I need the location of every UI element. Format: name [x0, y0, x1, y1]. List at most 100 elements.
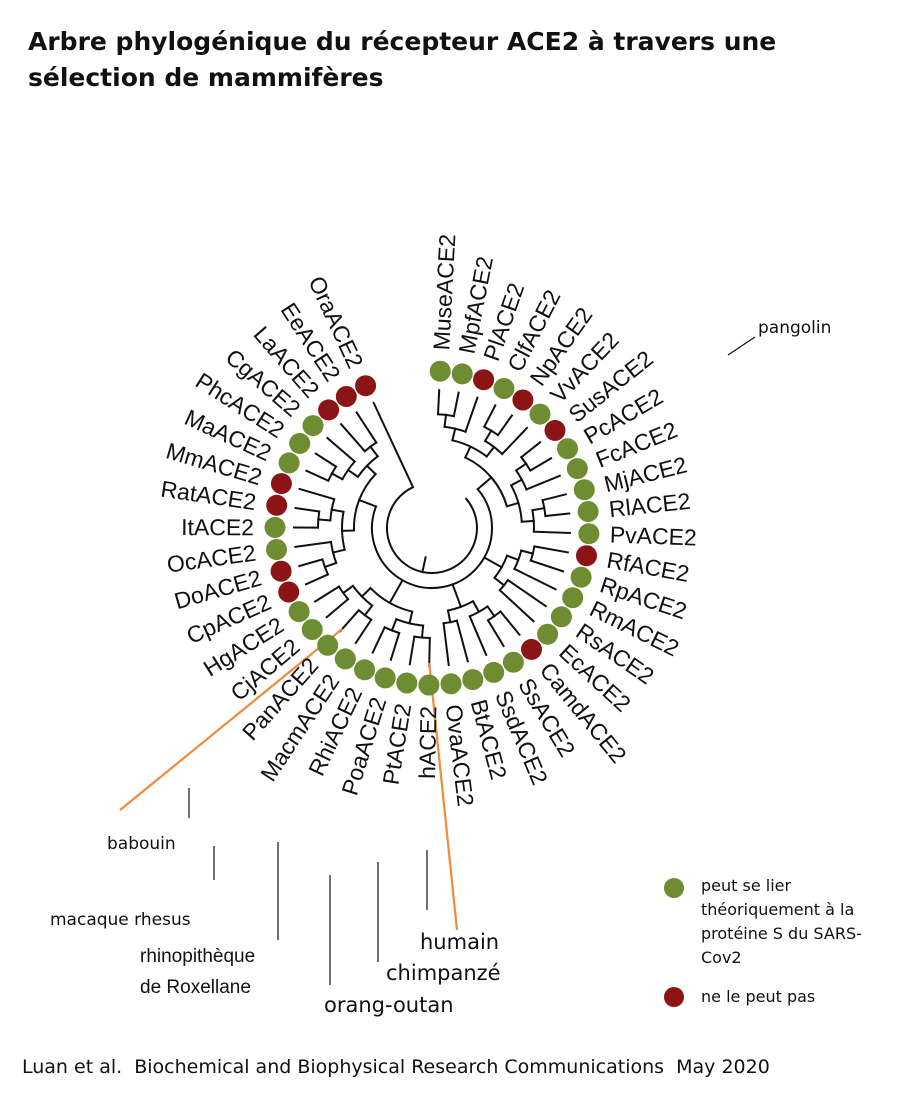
tree-branch — [532, 530, 571, 535]
leaf-dot — [451, 363, 473, 385]
tree-branch — [357, 498, 378, 508]
leaf-dot — [544, 419, 566, 441]
leaf-dot — [302, 415, 324, 437]
tree-branch — [514, 462, 528, 472]
annotation-rhino-line1: rhinopithèque — [140, 946, 255, 967]
leaf-dot — [374, 667, 396, 689]
tree-branch — [506, 578, 548, 608]
legend-no-bind-label: ne le peut pas — [701, 987, 816, 1006]
tree-branch — [294, 540, 333, 549]
tree-branch — [323, 561, 338, 569]
tree-branch — [451, 427, 457, 442]
tree-branch — [498, 588, 536, 623]
tree-branch — [486, 605, 496, 618]
orange-callout-line — [119, 628, 343, 811]
tree-arc — [498, 578, 510, 592]
tree-branch — [513, 567, 557, 591]
leaf-dot — [550, 606, 572, 628]
tree-arc — [483, 439, 504, 456]
legend-red-dot — [664, 987, 684, 1007]
leaf-dot — [318, 399, 340, 421]
leaf-dot — [576, 545, 597, 567]
tree-branch — [505, 554, 520, 562]
tree-branch — [365, 464, 378, 476]
leaf-dot — [278, 452, 300, 474]
tree-arc — [451, 439, 489, 458]
citation: Luan et al. Biochemical and Biophysical … — [22, 1056, 770, 1078]
leaf-dot — [335, 386, 357, 407]
tree-branch — [464, 396, 479, 433]
tree-branch — [304, 573, 330, 586]
tree-branches — [292, 389, 571, 668]
tree-arc — [519, 455, 532, 472]
tree-branch — [505, 501, 520, 508]
tree-branch — [355, 411, 378, 444]
leaf-dot — [529, 403, 551, 425]
tree-branch — [483, 429, 493, 443]
leaf-dot — [301, 619, 323, 640]
leaf-dot — [483, 661, 505, 683]
tree-branch — [529, 559, 565, 573]
tree-branch — [493, 576, 506, 587]
tree-branch — [388, 578, 404, 605]
tree-arc — [357, 608, 373, 622]
tree-arc — [482, 425, 500, 437]
tree-branch — [317, 518, 332, 522]
leaf-dot — [429, 360, 451, 382]
tree-branch — [443, 413, 448, 428]
tree-branch — [346, 468, 360, 479]
tree-arc — [386, 485, 478, 574]
legend-item-binds: peut se lier théoriquement à la protéine… — [664, 876, 894, 970]
tree-branch — [500, 426, 529, 456]
tree-branch — [533, 545, 569, 554]
leaf-dot — [266, 494, 288, 516]
tree-branch — [325, 597, 350, 619]
leaf-dot — [264, 516, 286, 538]
tree-branch — [331, 548, 346, 554]
leaf-label: MuseACE2 — [428, 233, 460, 351]
legend-item-no-bind: ne le peut pas — [664, 987, 894, 1009]
annotation-orang: orang-outan — [324, 993, 454, 1017]
tree-branch — [363, 604, 374, 617]
tree-arc — [371, 487, 493, 589]
tree-branch — [468, 614, 488, 657]
tree-branch — [471, 599, 481, 614]
leaf-dot — [521, 638, 542, 660]
tree-branch — [368, 445, 380, 458]
leaf-dot — [578, 523, 600, 545]
tree-arc — [413, 635, 431, 640]
leaf-dot — [493, 378, 515, 399]
tree-branch — [371, 625, 387, 654]
annotation-chimp: chimpanzé — [386, 961, 501, 985]
leaf-dot — [512, 389, 534, 411]
tree-branch — [330, 472, 344, 481]
tree-arc — [514, 469, 528, 491]
annotation-macaque: macaque rhesus — [50, 910, 191, 930]
tree-branch — [408, 610, 414, 625]
tree-branch — [338, 608, 361, 633]
tree-branch — [446, 609, 452, 624]
tree-branch — [451, 583, 463, 609]
tree-branch — [325, 436, 357, 463]
tree-branch — [339, 422, 367, 453]
leaf-dot — [354, 659, 376, 681]
annotation-babouin: babouin — [107, 834, 176, 854]
tree-branch — [428, 636, 431, 668]
leaf-dot — [355, 375, 377, 397]
leaf-dot — [288, 601, 310, 623]
leaf-dot — [557, 438, 578, 460]
annotation-rhino-line2: de Roxellane — [140, 977, 251, 998]
tree-arc — [326, 465, 338, 483]
tree-branch — [509, 478, 524, 487]
orange-callout-line — [428, 662, 459, 931]
tree-branch — [314, 452, 338, 468]
leaf-dot — [396, 672, 418, 694]
legend-binds-label: peut se lier théoriquement à la protéine… — [701, 876, 862, 967]
leaf-dot — [266, 539, 287, 560]
leaf-label: hACE2 — [414, 706, 441, 779]
tree-arc — [363, 441, 378, 453]
annotation-pangolin: pangolin — [758, 318, 831, 338]
tree-branch — [519, 549, 535, 555]
leaf-dot — [462, 669, 484, 691]
